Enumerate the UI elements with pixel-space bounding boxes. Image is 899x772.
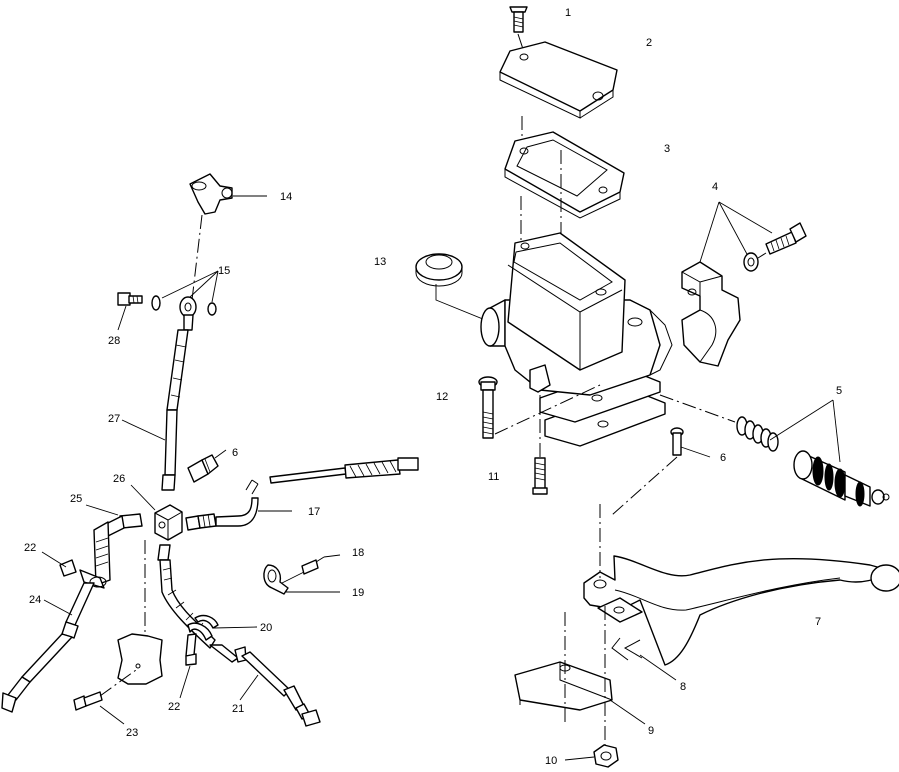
banjo-assembly — [151, 295, 217, 331]
plate-screw — [73, 691, 103, 711]
callout-19: 19 — [352, 587, 364, 599]
callout-23: 23 — [126, 727, 138, 739]
callout-21: 21 — [232, 703, 244, 715]
callout-9: 9 — [648, 725, 654, 737]
callout-18: 18 — [352, 547, 364, 559]
callout-3: 3 — [664, 143, 670, 155]
distribution-block — [154, 504, 183, 541]
callout-20: 20 — [260, 622, 272, 634]
callout-11: 11 — [488, 471, 499, 483]
piston-spring — [736, 416, 779, 452]
callout-26: 26 — [113, 473, 125, 485]
callout-15: 15 — [218, 265, 230, 277]
hose-clip — [59, 559, 107, 589]
callout-22a: 22 — [24, 542, 36, 554]
master-cylinder-body — [480, 232, 673, 447]
rear-brake-line — [185, 457, 419, 531]
brake-lever — [583, 555, 899, 666]
callout-4: 4 — [712, 181, 718, 193]
pivot-pin — [670, 427, 684, 456]
callout-27: 27 — [108, 413, 120, 425]
callout-1: 1 — [565, 7, 571, 19]
piston — [793, 450, 890, 507]
lever-bracket — [514, 661, 613, 711]
callout-2: 2 — [646, 37, 652, 49]
handlebar-clamp — [681, 261, 741, 367]
callout-10: 10 — [545, 755, 557, 767]
clamp-screw — [765, 222, 807, 255]
clamp-bolt — [478, 376, 498, 439]
grommet — [415, 253, 463, 287]
hose-clamp — [263, 564, 289, 595]
callout-6a: 6 — [720, 452, 726, 464]
reservoir-gasket — [504, 131, 625, 219]
reservoir-cover — [499, 41, 618, 119]
cover-screw — [509, 6, 528, 33]
bleeder-fitting — [187, 454, 219, 483]
clamp-washer — [743, 252, 759, 272]
clamp-small-screw — [301, 556, 325, 575]
callout-24: 24 — [29, 594, 41, 606]
callout-28: 28 — [108, 335, 120, 347]
callout-6b: 6 — [232, 447, 238, 459]
callout-12: 12 — [436, 391, 448, 403]
pivot-bolt — [532, 395, 548, 495]
left-brake-hose — [93, 513, 143, 586]
lower-hose-clip — [185, 633, 197, 666]
left-lower-hose — [1, 582, 95, 713]
callout-8: 8 — [680, 681, 686, 693]
callout-14: 14 — [280, 191, 292, 203]
upper-brake-hose — [161, 329, 189, 491]
mounting-plate — [117, 633, 163, 685]
callout-25: 25 — [70, 493, 82, 505]
lever-nut — [593, 744, 619, 768]
callout-22b: 22 — [168, 701, 180, 713]
tee-fitting — [189, 173, 233, 215]
callout-13: 13 — [374, 256, 386, 268]
callout-17: 17 — [308, 506, 320, 518]
lower-right-hose — [209, 644, 321, 727]
right-brake-hose — [157, 544, 219, 649]
callout-labels: 1 2 3 4 5 6 6 7 8 9 10 11 12 13 14 15 17… — [24, 7, 842, 767]
callout-7: 7 — [815, 616, 821, 628]
return-spring — [611, 637, 643, 661]
banjo-bolt — [117, 292, 143, 306]
callout-5: 5 — [836, 385, 842, 397]
